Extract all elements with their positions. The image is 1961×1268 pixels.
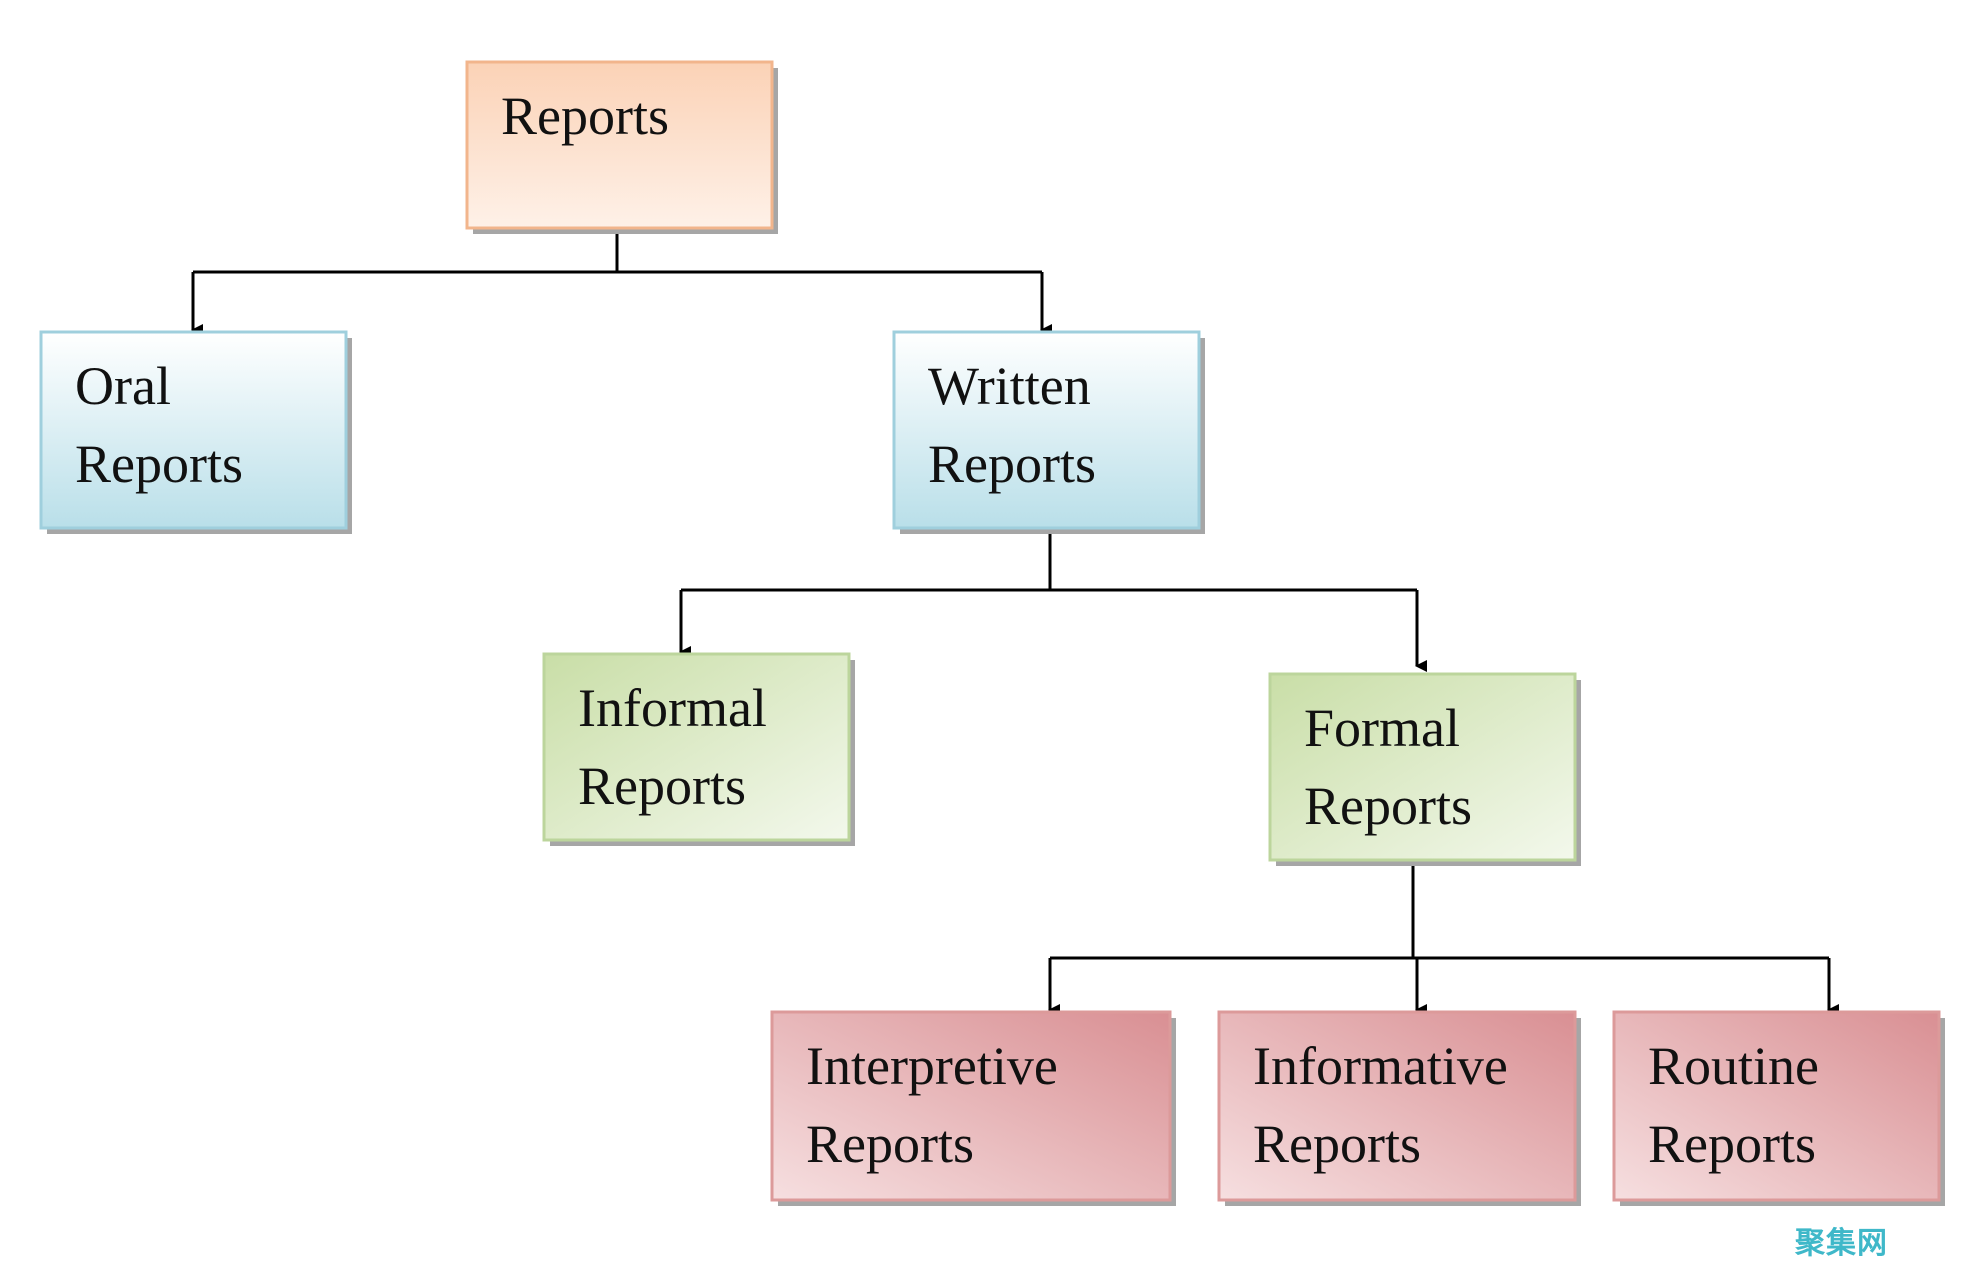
node-interpretive-label-1: Reports xyxy=(806,1114,974,1174)
node-routine-label-0: Routine xyxy=(1648,1036,1819,1096)
node-informative-label-1: Reports xyxy=(1253,1114,1421,1174)
node-formal-label-0: Formal xyxy=(1304,698,1460,758)
node-reports: Reports xyxy=(465,60,778,234)
node-oral-box xyxy=(39,330,348,530)
node-oral-label-0: Oral xyxy=(75,356,171,416)
node-routine-label-1: Reports xyxy=(1648,1114,1816,1174)
node-informative-box xyxy=(1217,1010,1577,1202)
node-written-label-0: Written xyxy=(928,356,1091,416)
node-written-label-1: Reports xyxy=(928,434,1096,494)
node-formal-label-1: Reports xyxy=(1304,776,1472,836)
node-interpretive-box xyxy=(770,1010,1172,1202)
node-oral-label-1: Reports xyxy=(75,434,243,494)
node-formal-box xyxy=(1268,672,1577,862)
node-informal-box xyxy=(542,652,851,842)
nodes: ReportsOralReportsWrittenReportsInformal… xyxy=(39,60,1945,1206)
node-interpretive-label-0: Interpretive xyxy=(806,1036,1058,1096)
watermark: 聚集网 xyxy=(1795,1226,1888,1261)
node-routine-box xyxy=(1612,1010,1941,1202)
node-informative-label-0: Informative xyxy=(1253,1036,1508,1096)
node-informal-label-1: Reports xyxy=(578,756,746,816)
node-written-box xyxy=(892,330,1201,530)
connectors xyxy=(191,228,1839,1016)
node-informal-label-0: Informal xyxy=(578,678,767,738)
node-reports-box xyxy=(465,60,774,230)
node-reports-label-0: Reports xyxy=(501,86,669,146)
